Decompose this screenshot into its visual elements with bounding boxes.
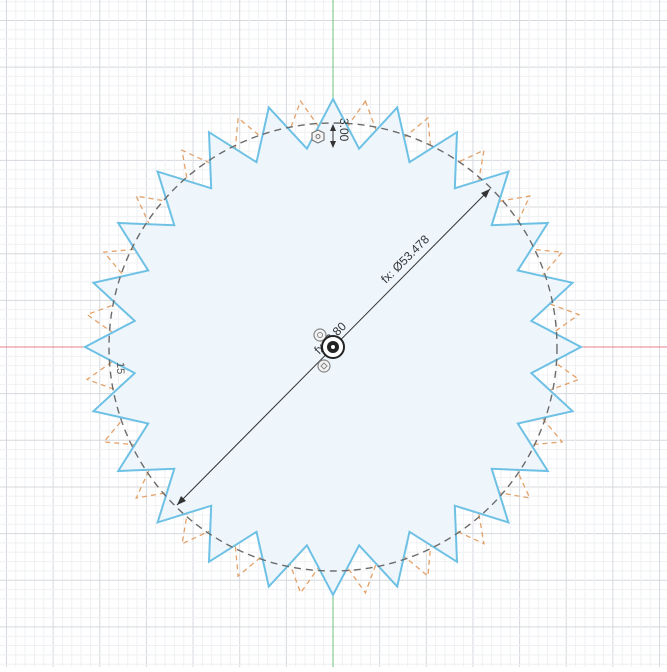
hexagon-constraint-icon[interactable] bbox=[311, 129, 325, 144]
vertical-arrow-down bbox=[330, 141, 336, 148]
coincident-constraint-icon[interactable] bbox=[313, 328, 327, 342]
vertical-dimension-label[interactable]: 3.00 bbox=[337, 118, 351, 142]
vertical-arrow-up bbox=[330, 124, 336, 131]
arrow-head-top bbox=[481, 189, 490, 198]
angle-dimension-label[interactable]: 15 bbox=[114, 362, 126, 374]
reference-circle[interactable] bbox=[108, 122, 558, 572]
vertical-dimension[interactable]: 3.00 bbox=[330, 118, 351, 148]
sketch-origin-point[interactable] bbox=[321, 335, 345, 359]
fix-constraint-icon[interactable] bbox=[317, 359, 331, 373]
arrow-head-bottom bbox=[177, 496, 186, 505]
